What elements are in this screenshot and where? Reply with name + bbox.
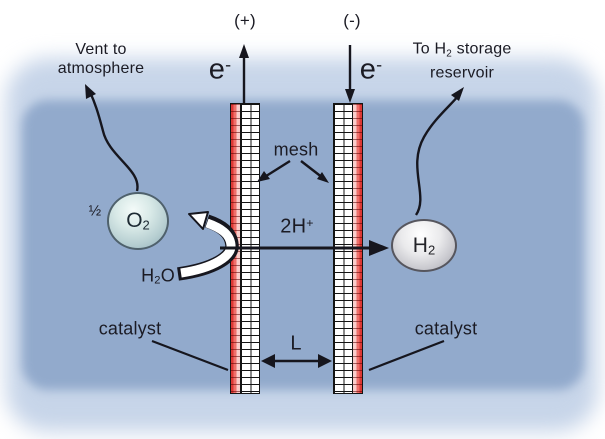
oxygen-bubble: O2 bbox=[107, 192, 169, 250]
cathode-electrode bbox=[333, 103, 363, 394]
proton-label: 2H+ bbox=[280, 215, 314, 238]
vent-label-line2: atmosphere bbox=[57, 60, 145, 77]
oxygen-coefficient-label: ½ bbox=[88, 202, 102, 220]
electron-label-left: e- bbox=[208, 53, 232, 86]
cathode-catalyst-layer bbox=[352, 104, 362, 393]
vent-label-line1: Vent to bbox=[75, 41, 127, 58]
oxygen-bubble-label: O2 bbox=[126, 209, 150, 233]
storage-label: To H2 storage reservoir bbox=[413, 39, 512, 82]
cathode-mesh bbox=[334, 104, 352, 393]
gap-length-label: L bbox=[290, 332, 302, 355]
vent-label: Vent to atmosphere bbox=[58, 40, 145, 78]
mesh-label: mesh bbox=[273, 139, 319, 160]
cathode-terminal-label: (-) bbox=[343, 11, 361, 30]
catalyst-label-right: catalyst bbox=[414, 318, 478, 339]
catalyst-label-left: catalyst bbox=[98, 318, 162, 339]
anode-mesh bbox=[241, 104, 259, 393]
anode-electrode bbox=[230, 103, 260, 394]
storage-label-line2: reservoir bbox=[429, 64, 495, 82]
electron-label-right: e- bbox=[359, 53, 383, 86]
storage-label-line1: To H2 storage bbox=[412, 40, 512, 60]
hydrogen-bubble: H2 bbox=[391, 219, 457, 272]
anode-terminal-label: (+) bbox=[234, 11, 256, 30]
water-label: H2O bbox=[141, 265, 175, 287]
hydrogen-bubble-label: H2 bbox=[412, 233, 436, 257]
anode-catalyst-layer bbox=[231, 104, 241, 393]
